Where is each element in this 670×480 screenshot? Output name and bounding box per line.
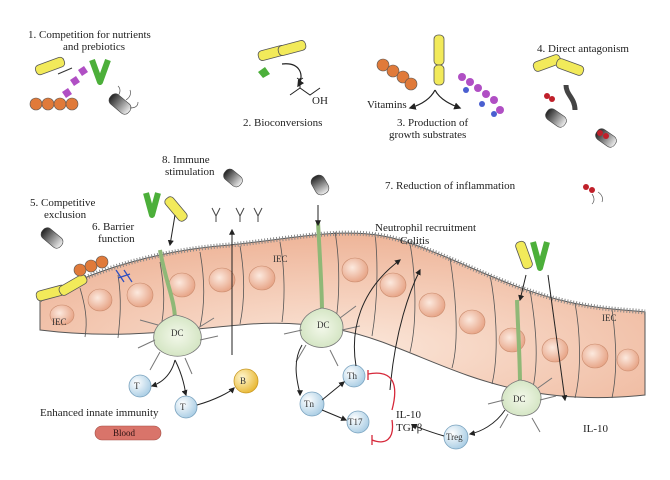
label-t-1: T (134, 381, 140, 391)
label-b: B (240, 376, 246, 386)
label-oh: OH (312, 95, 328, 107)
dendritic-cell-middle (283, 221, 361, 367)
label-colitis: Colitis (400, 235, 429, 247)
bacteria-group-4 (532, 54, 617, 148)
label-m2: 2. Bioconversions (243, 117, 322, 129)
label-tgf: TGFβ (396, 422, 423, 434)
bacteria-group-7 (583, 184, 603, 205)
label-il10-right: IL-10 (583, 423, 609, 435)
bacteria-middle (310, 174, 330, 227)
label-vitamins: Vitamins (367, 99, 407, 111)
epithelium (38, 230, 646, 399)
label-m6-line2: function (98, 233, 135, 245)
label-dc-right: DC (513, 394, 526, 404)
label-m5-line1: 5. Competitive (30, 197, 96, 209)
label-dc-middle: DC (317, 320, 330, 330)
label-m3-line2: growth substrates (389, 129, 466, 141)
immune-cells (94, 364, 469, 450)
bacteria-group-8 (143, 168, 263, 222)
label-m4: 4. Direct antagonism (537, 43, 629, 55)
bacteria-group-3 (376, 34, 504, 117)
label-m8-line1: 8. Immune (162, 154, 210, 166)
label-dc-left: DC (171, 328, 184, 338)
label-innate: Enhanced innate immunity (40, 407, 159, 419)
label-neutrophil: Neutrophil recruitment (375, 222, 476, 234)
label-m3-line1: 3. Production of (397, 117, 469, 129)
label-treg: Treg (446, 432, 463, 442)
bacteria-right (515, 240, 568, 402)
label-iec-middle: IEC (273, 254, 288, 264)
label-il10-left: IL-10 (396, 409, 422, 421)
cell-labels: IEC IEC IEC DC DC DC T T B Tn Th T17 Tre… (52, 254, 617, 442)
label-m1-line1: 1. Competition for nutrients (28, 29, 151, 41)
bacteria-group-1 (29, 56, 139, 115)
label-iec-right: IEC (602, 313, 617, 323)
label-m6-line1: 6. Barrier (92, 221, 134, 233)
bacteria-group-5-6 (35, 227, 133, 302)
dendritic-cell-left (137, 249, 219, 375)
arrows (150, 214, 506, 437)
inhibition-lines (367, 370, 396, 445)
label-m1-line2: and prebiotics (63, 41, 125, 53)
label-t17: T17 (348, 417, 363, 427)
dendritic-cell-right (487, 299, 557, 433)
label-m8-line2: stimulation (165, 166, 215, 178)
label-t-2: T (180, 402, 186, 412)
label-th: Th (347, 371, 357, 381)
label-m5-line2: exclusion (44, 209, 87, 221)
label-tn: Tn (304, 399, 314, 409)
label-iec-left: IEC (52, 317, 67, 327)
bacteria-group-2 (257, 40, 321, 96)
label-blood: Blood (113, 428, 136, 438)
text-labels: 1. Competition for nutrients and prebiot… (28, 29, 629, 435)
label-m7: 7. Reduction of inflammation (385, 180, 516, 192)
